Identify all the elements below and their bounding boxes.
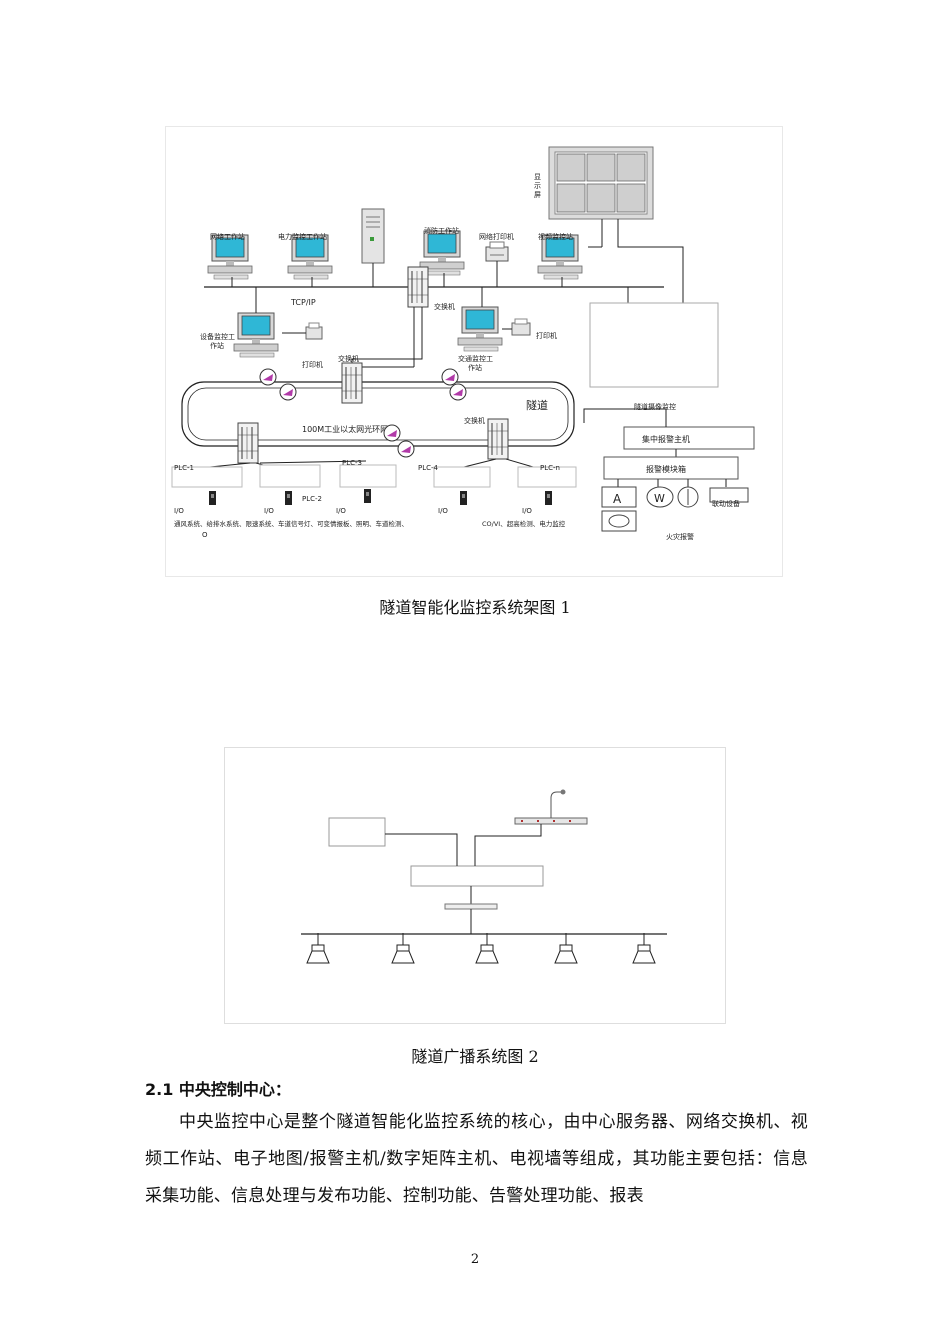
io-label: I/O xyxy=(522,507,532,515)
cctv-label: 隧道摄像监控 xyxy=(634,402,676,411)
io-label: I/O xyxy=(174,507,184,515)
detector-w-label: W xyxy=(654,492,665,505)
io-label: I/O xyxy=(264,507,274,515)
power-workstation-label: 电力监控工作站 xyxy=(278,232,327,241)
mid-switch-label: 交换机 xyxy=(338,354,359,363)
alarm-host-label: 集中报警主机 xyxy=(642,434,690,444)
figure-tunnel-monitoring-architecture: 显示屏 网络工作站 电力监控工作站 消防工作站 网络打印机 视频监控站 TCP/… xyxy=(165,126,783,577)
display-wall xyxy=(548,146,654,220)
power-workstation-icon xyxy=(287,234,333,280)
top-switch-icon xyxy=(407,266,429,308)
mid-switch-icon xyxy=(341,362,363,404)
right-workstation-icon xyxy=(457,306,503,352)
io-module-icon xyxy=(460,491,467,505)
io-label: I/O xyxy=(438,507,448,515)
right-printer-label: 打印机 xyxy=(536,331,557,340)
plc-4-label: PLC-4 xyxy=(418,464,439,472)
camera-icon xyxy=(441,368,459,386)
left-printer-label: 打印机 xyxy=(302,360,323,369)
traffic-ws-label: 交通监控工作站 xyxy=(458,354,493,372)
plc-3-box xyxy=(339,464,397,488)
camera-icon xyxy=(279,383,297,401)
fire-alarm-label: 火灾报警 xyxy=(666,532,694,541)
microphone-mixer-icon xyxy=(514,789,588,825)
tunnel-label: 隧道 xyxy=(526,398,548,412)
source-box xyxy=(328,817,386,847)
plc-2-label: PLC-2 xyxy=(302,495,322,503)
plc-n-box xyxy=(517,466,577,488)
figure-1-caption: 隧道智能化监控系统架图 1 xyxy=(379,598,571,617)
page-number: 2 xyxy=(470,1252,480,1267)
zone-controller-icon xyxy=(444,903,498,910)
display-label: 显示屏 xyxy=(534,173,541,199)
video-workstation-label: 视频监控站 xyxy=(538,232,573,241)
subsystems-text-2: CO/VI、超高检测、电力监控 xyxy=(482,519,566,528)
linkage-device-box xyxy=(709,487,749,503)
server-tower xyxy=(361,208,385,264)
io-label: I/O xyxy=(336,507,346,515)
detector-w-shape xyxy=(646,486,674,508)
plc-3-label: PLC-3 xyxy=(342,459,362,467)
manual-alarm-a-box xyxy=(601,486,637,508)
network-printer-icon xyxy=(485,241,509,262)
network-workstation-icon xyxy=(207,234,253,280)
network-printer-label: 网络打印机 xyxy=(479,232,514,241)
alarm-module-label: 报警模块箱 xyxy=(646,464,686,474)
fiber-ring-outer xyxy=(181,381,575,447)
io-module-icon xyxy=(285,491,292,505)
camera-icon xyxy=(449,383,467,401)
speaker-icon xyxy=(391,932,415,964)
ring-switch-right-icon xyxy=(487,418,509,460)
speaker-icon xyxy=(306,932,330,964)
alarm-module-box xyxy=(603,456,739,480)
subsystems-o: O xyxy=(202,531,208,539)
manual-alarm-a-label: A xyxy=(613,492,622,506)
fire-workstation-label: 消防工作站 xyxy=(424,226,459,235)
speaker-icon xyxy=(632,932,656,964)
camera-icon xyxy=(259,368,277,386)
ring-switch-label: 交换机 xyxy=(464,416,485,425)
plc-2-box xyxy=(259,464,321,488)
control-center-box xyxy=(589,302,719,388)
plc-4-box xyxy=(433,466,491,488)
amplifier-box xyxy=(410,865,544,887)
io-module-icon xyxy=(545,491,552,505)
linkage-device-label: 联动设备 xyxy=(712,499,740,508)
plc-1-box xyxy=(171,466,243,488)
speaker-icon xyxy=(554,932,578,964)
section-paragraph: 中央监控中心是整个隧道智能化监控系统的核心，由中心服务器、网络交换机、视频工作站… xyxy=(145,1112,808,1206)
ring-label: 100M工业以太网光环网 xyxy=(302,424,388,434)
video-workstation-icon xyxy=(537,234,583,280)
right-printer-icon xyxy=(511,318,531,336)
plc-1-label: PLC-1 xyxy=(174,464,194,472)
io-module-icon xyxy=(364,489,371,503)
camera-icon xyxy=(397,440,415,458)
equipment-workstation xyxy=(233,287,323,358)
tcpip-label: TCP/IP xyxy=(290,298,316,307)
figure-tunnel-broadcast-system xyxy=(224,747,726,1024)
io-module-icon xyxy=(209,491,216,505)
speaker-icon xyxy=(475,932,499,964)
ring-switch-left-icon xyxy=(237,422,259,464)
network-workstation-label: 网络工作站 xyxy=(210,232,245,241)
subsystems-text: 通风系统、给排水系统、限速系统、车道信号灯、可变情报板、照明、车道检测、 xyxy=(174,519,408,528)
plc-n-label: PLC-n xyxy=(540,464,560,472)
section-heading: 2.1 中央控制中心： xyxy=(145,1080,291,1099)
equipment-ws-label: 设备监控工作站 xyxy=(200,332,235,350)
alarm-host-box xyxy=(623,426,755,450)
camera-icon xyxy=(383,424,401,442)
fiber-ring-inner xyxy=(187,387,569,441)
figure-2-caption: 隧道广播系统图 2 xyxy=(411,1047,539,1066)
top-switch-label: 交换机 xyxy=(434,302,455,311)
